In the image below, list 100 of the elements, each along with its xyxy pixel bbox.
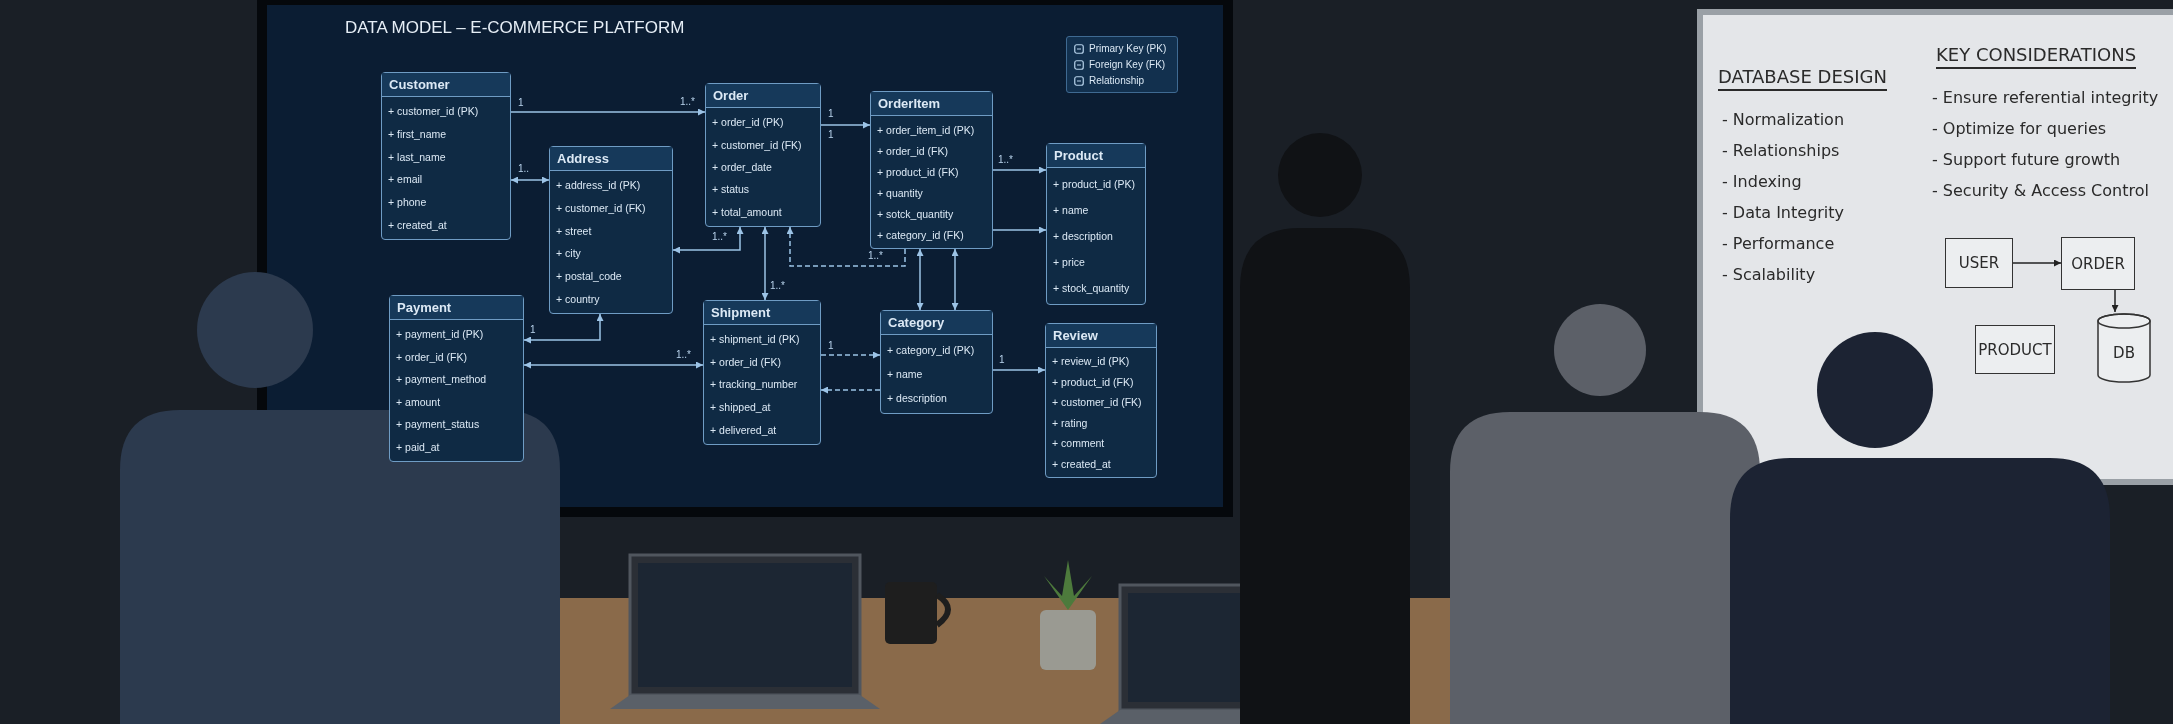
attribute-text: + shipped_at bbox=[710, 401, 772, 414]
connector-arrow bbox=[761, 226, 769, 301]
entity-table bbox=[549, 146, 673, 314]
list-item: - Normalization bbox=[1722, 110, 1845, 129]
attribute-text: + created_at bbox=[1052, 457, 1112, 470]
attribute-text: + customer_id (FK) bbox=[712, 138, 803, 151]
legend-text: Primary Key (PK) bbox=[1089, 43, 1167, 54]
attribute-text: + address_id (PK) bbox=[556, 179, 642, 192]
cardinality-label: 1 bbox=[518, 97, 524, 108]
attribute-text: + sotck_quantity bbox=[877, 207, 955, 220]
database-cylinder: DB bbox=[2096, 312, 2152, 384]
attribute-text: + tracking_number bbox=[710, 378, 799, 391]
connector-arrow bbox=[510, 176, 550, 184]
entity-table bbox=[703, 300, 821, 445]
entity-table bbox=[1045, 323, 1157, 478]
connector-arrow bbox=[992, 226, 1047, 234]
connector-arrow bbox=[820, 351, 881, 359]
entity-table bbox=[705, 83, 821, 227]
cardinality-label: 1 bbox=[828, 108, 834, 119]
connector-arrow bbox=[672, 226, 744, 254]
attribute-text: + description bbox=[1053, 230, 1114, 242]
attribute-text: + status bbox=[712, 183, 751, 196]
legend-text: Foreign Key (FK) bbox=[1089, 59, 1166, 70]
attribute-text: + first_name bbox=[388, 128, 448, 140]
cardinality-label: 1 bbox=[530, 324, 536, 335]
cardinality-label: 1 bbox=[828, 340, 834, 351]
attribute-text: + category_id (FK) bbox=[877, 228, 965, 241]
section-heading: KEY CONSIDERATIONS bbox=[1936, 44, 2137, 69]
sketch-box: USER bbox=[1945, 238, 2013, 288]
attribute-text: + city bbox=[556, 247, 582, 260]
legend-text: Relationship bbox=[1089, 75, 1145, 86]
connector-arrow bbox=[820, 121, 871, 129]
sketch-box: ORDER bbox=[2061, 237, 2135, 290]
attribute-text: + review_id (PK) bbox=[1052, 355, 1131, 368]
entity-name: Address bbox=[550, 147, 672, 171]
entity-name: Payment bbox=[390, 296, 523, 320]
entity-table bbox=[1046, 143, 1146, 305]
attribute-text: + payment_status bbox=[396, 418, 481, 431]
attribute-text: + customer_id (FK) bbox=[1052, 396, 1143, 409]
connector-arrow bbox=[916, 248, 924, 311]
connector-arrow bbox=[523, 313, 604, 344]
attribute-text: + payment_method bbox=[396, 373, 488, 386]
attribute-text: + customer_id (FK) bbox=[556, 202, 647, 214]
list-item: - Indexing bbox=[1722, 172, 1802, 191]
entity-name: Customer bbox=[382, 73, 510, 97]
attribute-text: + email bbox=[388, 173, 424, 186]
attribute-text: + comment bbox=[1052, 437, 1106, 450]
sketch-box: PRODUCT bbox=[1975, 325, 2055, 374]
attribute-text: + name bbox=[1053, 204, 1090, 216]
connector-arrow bbox=[992, 166, 1047, 174]
connector-arrow bbox=[510, 108, 706, 116]
attribute-text: + stock_quantity bbox=[1053, 282, 1131, 294]
list-item: - Support future growth bbox=[1932, 150, 2121, 169]
entity-name: Order bbox=[706, 84, 820, 108]
list-item: - Optimize for queries bbox=[1932, 119, 2107, 138]
entity-table bbox=[880, 310, 993, 414]
cardinality-label: 1.. bbox=[518, 163, 530, 174]
attribute-text: + created_at bbox=[388, 218, 448, 231]
cardinality-label: 1 bbox=[999, 354, 1005, 365]
connector-arrow bbox=[992, 366, 1046, 374]
entity-name: Shipment bbox=[704, 301, 820, 325]
connector-arrow bbox=[820, 386, 881, 394]
attribute-text: + order_id (PK) bbox=[712, 116, 785, 129]
attribute-text: + product_id (PK) bbox=[1053, 178, 1136, 190]
attribute-text: + phone bbox=[388, 195, 428, 208]
attribute-text: + street bbox=[556, 224, 593, 237]
cardinality-label: 1..* bbox=[676, 349, 691, 360]
attribute-text: + last_name bbox=[388, 150, 447, 163]
attribute-text: + order_id (FK) bbox=[710, 355, 782, 368]
entity-name: OrderItem bbox=[871, 92, 992, 116]
connector-arrow bbox=[2111, 289, 2119, 313]
connector-arrow bbox=[2012, 259, 2062, 267]
cardinality-label: 1..* bbox=[770, 280, 785, 291]
attribute-text: + amount bbox=[396, 395, 442, 408]
attribute-text: + order_item_id (PK) bbox=[877, 123, 976, 136]
attribute-text: + customer_id (PK) bbox=[388, 105, 480, 118]
attribute-text: + description bbox=[887, 392, 948, 404]
attribute-text: + country bbox=[556, 292, 601, 305]
attribute-text: + total_amount bbox=[712, 205, 783, 218]
list-item: - Security & Access Control bbox=[1932, 181, 2149, 200]
section-heading: DATABASE DESIGN bbox=[1718, 66, 1887, 91]
cardinality-label: 1..* bbox=[998, 154, 1013, 165]
entity-name: Product bbox=[1047, 144, 1145, 168]
list-item: - Ensure referential integrity bbox=[1932, 88, 2159, 107]
list-item: - Performance bbox=[1722, 234, 1835, 253]
entity-table bbox=[389, 295, 524, 462]
entity-table bbox=[870, 91, 993, 249]
list-item: - Relationships bbox=[1722, 141, 1840, 160]
connector-arrow bbox=[786, 226, 906, 267]
attribute-text: + postal_code bbox=[556, 269, 623, 282]
attribute-text: + product_id (FK) bbox=[1052, 375, 1135, 388]
cardinality-label: 1..* bbox=[680, 96, 695, 107]
entity-table bbox=[381, 72, 511, 240]
connector-arrow bbox=[951, 248, 959, 311]
cardinality-label: 1..* bbox=[712, 231, 727, 242]
attribute-text: + category_id (PK) bbox=[887, 344, 976, 356]
diagram-title: DATA MODEL – E-COMMERCE PLATFORM bbox=[345, 18, 685, 38]
entity-name: Review bbox=[1046, 324, 1156, 348]
attribute-text: + rating bbox=[1052, 416, 1089, 429]
attribute-text: + quantity bbox=[877, 186, 924, 199]
